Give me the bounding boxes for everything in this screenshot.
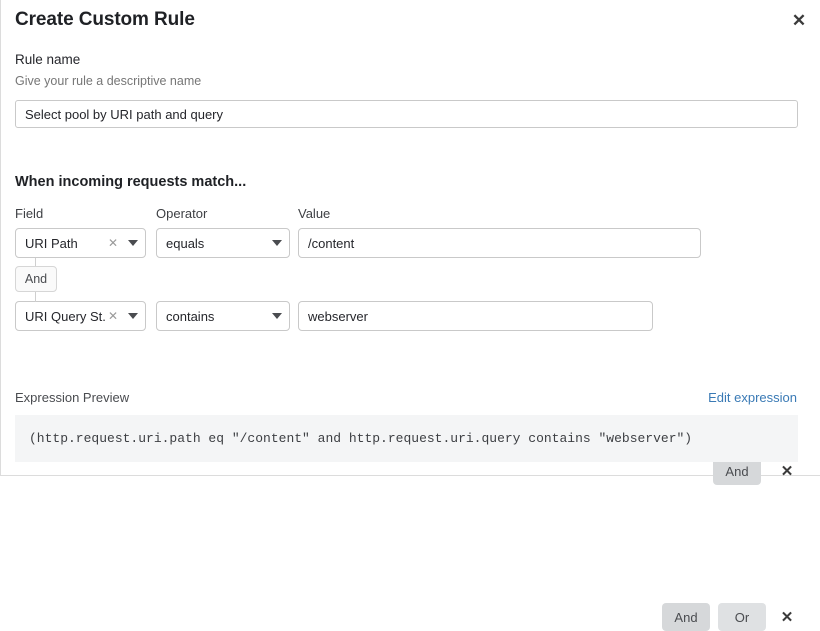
value-input[interactable] xyxy=(298,228,701,258)
expression-preview-label: Expression Preview xyxy=(15,390,130,405)
add-and-condition-button[interactable]: And xyxy=(662,603,710,631)
field-select[interactable]: URI Query St... ✕ xyxy=(15,301,146,331)
operator-select[interactable]: equals xyxy=(156,228,290,258)
match-section-heading: When incoming requests match... xyxy=(15,174,247,190)
condition-row: URI Path ✕ equals And ✕ xyxy=(1,228,820,485)
operator-select-value: contains xyxy=(166,308,215,324)
column-header-value: Value xyxy=(298,206,331,221)
column-header-field: Field xyxy=(15,206,44,221)
edit-expression-link[interactable]: Edit expression xyxy=(708,390,797,405)
close-small-icon[interactable]: ✕ xyxy=(107,236,119,250)
close-small-icon[interactable]: ✕ xyxy=(107,309,119,323)
chevron-down-icon[interactable] xyxy=(121,240,145,246)
operator-select-value: equals xyxy=(166,235,205,251)
column-header-operator: Operator xyxy=(156,206,208,221)
close-icon[interactable]: ✕ xyxy=(786,7,812,33)
rule-name-label: Rule name xyxy=(15,52,81,67)
chevron-down-icon[interactable] xyxy=(265,313,289,319)
group-connector-button[interactable]: And xyxy=(15,266,57,292)
expression-preview-code: (http.request.uri.path eq "/content" and… xyxy=(15,415,798,462)
delete-row-button[interactable]: ✕ xyxy=(776,604,798,630)
condition-row: URI Query St... ✕ contains And Or ✕ xyxy=(1,301,820,631)
add-or-condition-button[interactable]: Or xyxy=(718,603,766,631)
operator-select[interactable]: contains xyxy=(156,301,290,331)
chevron-down-icon[interactable] xyxy=(265,240,289,246)
connector-line-top xyxy=(35,258,36,268)
rule-name-input[interactable] xyxy=(15,100,798,128)
delete-row-button[interactable]: ✕ xyxy=(776,458,798,484)
rule-name-help-text: Give your rule a descriptive name xyxy=(15,74,202,88)
connector-line-bottom xyxy=(35,291,36,302)
field-select-value: URI Query St... xyxy=(25,308,105,324)
field-select-value: URI Path xyxy=(25,235,78,251)
chevron-down-icon[interactable] xyxy=(121,313,145,319)
value-input[interactable] xyxy=(298,301,653,331)
field-select[interactable]: URI Path ✕ xyxy=(15,228,146,258)
page-title: Create Custom Rule xyxy=(15,9,195,30)
